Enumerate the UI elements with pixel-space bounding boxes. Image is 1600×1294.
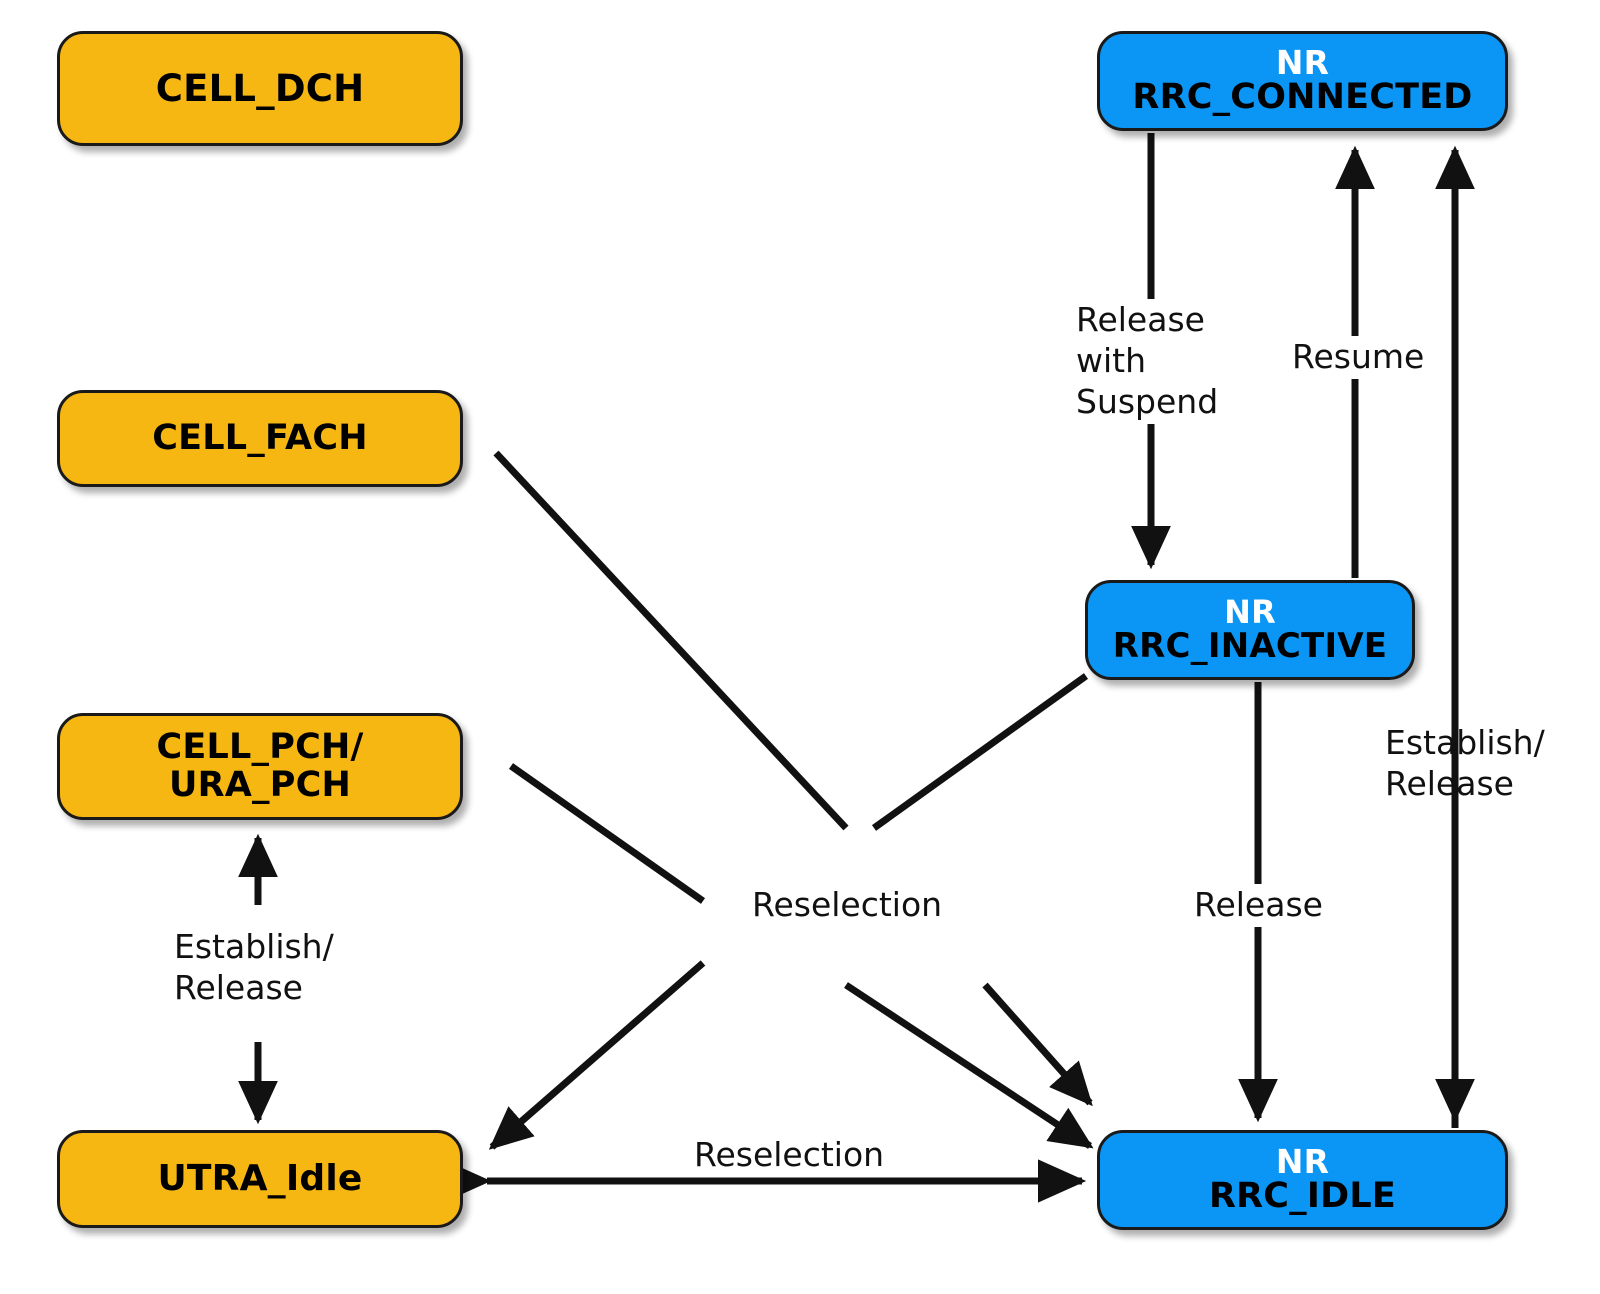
state-label-line1: UTRA_Idle [157,1157,363,1199]
edge-cellfach-to-hub [493,450,849,831]
state-node-nr-rrc-connected[interactable]: NR RRC_CONNECTED [1097,31,1508,131]
state-label-line2: RRC_INACTIVE [1112,625,1388,666]
state-node-nr-rrc-idle[interactable]: NR RRC_IDLE [1097,1130,1508,1230]
edge-hub-to-nridle-a [844,982,1094,1149]
state-label-line1: CELL_DCH [155,66,365,110]
state-node-nr-rrc-inactive[interactable]: NR RRC_INACTIVE [1085,580,1415,680]
state-label-line1: NR [1275,43,1330,83]
edge-cellpch-to-hub [508,763,706,904]
edge-hub-to-nridle-b [982,982,1093,1107]
state-node-cell-pch-ura-pch[interactable]: CELL_PCH/ URA_PCH [57,713,463,820]
edge-label-establish-release-right: Establish/ Release [1385,723,1545,803]
state-label-line1: NR [1275,1142,1330,1182]
state-node-utra-idle[interactable]: UTRA_Idle [57,1130,463,1228]
state-label-line1: NR [1224,593,1276,632]
edge-label-release-inactive-to-idle: Release [1190,884,1327,927]
state-label-line1: CELL_PCH/ [156,727,364,768]
edge-label-reselection-bottom: Reselection [694,1135,885,1174]
edge-label-resume: Resume [1288,336,1429,379]
state-label-line2: URA_PCH [169,764,351,805]
edge-label-establish-release-left: Establish/ Release [170,926,338,1010]
state-label-line2: RRC_CONNECTED [1132,76,1473,117]
edge-label-reselection-hub: Reselection [752,885,943,924]
state-node-cell-fach[interactable]: CELL_FACH [57,390,463,487]
edge-hub-to-utraidle [488,960,706,1150]
state-label-line1: CELL_FACH [152,417,368,458]
state-node-cell-dch[interactable]: CELL_DCH [57,31,463,146]
edge-label-release-with-suspend: Release with Suspend [1072,299,1223,424]
state-label-line2: RRC_IDLE [1209,1175,1396,1216]
edge-nrinactive-to-hub [871,673,1089,831]
